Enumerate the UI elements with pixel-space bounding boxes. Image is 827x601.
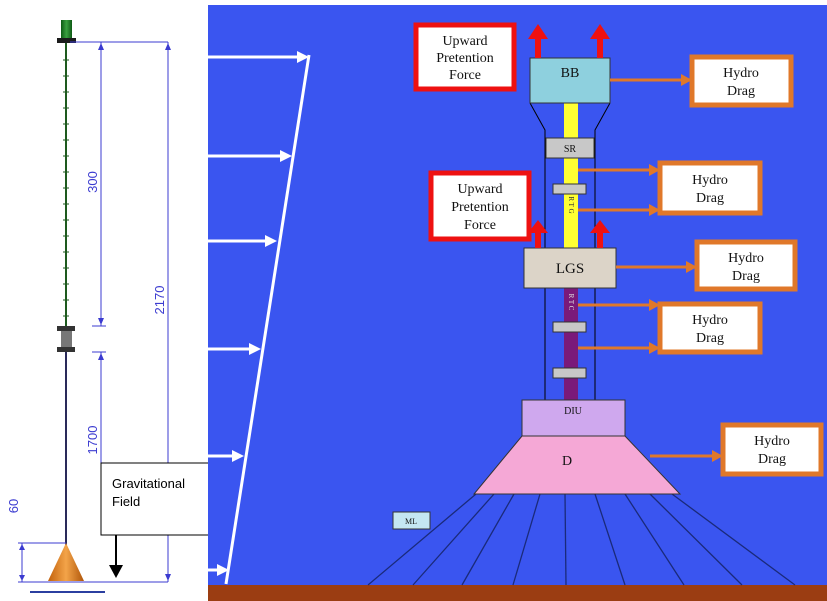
dimension-60: 60 xyxy=(6,499,21,513)
sr-block xyxy=(545,137,595,159)
diu-block xyxy=(521,399,626,437)
dimension-2170: 2170 xyxy=(152,286,167,315)
pretention-box-2-line3: Force xyxy=(464,218,496,233)
drag-box-5: Hydro Drag xyxy=(720,422,824,477)
riser-ticks xyxy=(63,59,69,317)
pretention-box-2-line1: Upward xyxy=(457,182,502,197)
seabed xyxy=(208,585,827,601)
drag-box-5-line1: Hydro xyxy=(754,434,790,449)
ml-box xyxy=(392,511,431,530)
dimension-arrowheads xyxy=(19,43,171,581)
pretention-box-1-line3: Force xyxy=(449,68,481,83)
pretention-arrows xyxy=(528,24,610,248)
drag-box-2: Hydro Drag xyxy=(657,160,763,216)
pretention-box-2-line2: Pretention xyxy=(451,200,509,215)
drag-box-1-line1: Hydro xyxy=(723,66,759,81)
rtg-upper xyxy=(564,103,578,138)
drag-box-2-line2: Drag xyxy=(696,191,724,206)
drag-box-4-line2: Drag xyxy=(696,331,724,346)
drag-box-2-line1: Hydro xyxy=(692,173,728,188)
sr-label: SR xyxy=(564,144,577,155)
pretention-box-2: Upward Pretention Force xyxy=(428,170,532,242)
top-buoy xyxy=(61,20,72,40)
bb-label: BB xyxy=(561,66,580,81)
clamp-1 xyxy=(552,183,587,195)
d-label: D xyxy=(562,454,572,469)
drag-box-4: Hydro Drag xyxy=(657,301,763,355)
rtc-label: R T C xyxy=(567,294,575,311)
bb-buoy xyxy=(529,57,611,104)
drag-box-3-line2: Drag xyxy=(732,269,760,284)
base-cone xyxy=(48,543,84,581)
diu-label: DIU xyxy=(564,406,583,417)
dimension-1700: 1700 xyxy=(85,426,100,455)
drag-box-4-line1: Hydro xyxy=(692,313,728,328)
mid-connector-bottom xyxy=(57,347,75,352)
drag-box-1: Hydro Drag xyxy=(689,54,794,108)
rtg-label: R T G xyxy=(567,196,575,213)
model-diagram: R T G R T C BB SR LGS DIU D ML xyxy=(208,5,827,601)
current-profile-line xyxy=(224,54,311,585)
clamp-2 xyxy=(552,321,587,333)
dimension-300: 300 xyxy=(85,171,100,193)
gravity-box xyxy=(100,462,228,536)
d-base xyxy=(472,435,682,495)
lgs-label: LGS xyxy=(556,261,584,277)
current-arrows xyxy=(208,51,309,576)
rtg-section xyxy=(564,158,578,248)
frame-guides xyxy=(529,102,611,492)
pretention-box-1-line1: Upward xyxy=(442,34,487,49)
drag-arrows xyxy=(578,74,723,462)
drag-box-3-line1: Hydro xyxy=(728,251,764,266)
clamp-3 xyxy=(552,367,587,379)
gravity-arrow-head xyxy=(109,565,123,578)
drag-box-1-line2: Drag xyxy=(727,84,755,99)
pretention-box-1-line2: Pretention xyxy=(436,51,494,66)
gravity-label-line1: Gravitational xyxy=(112,476,185,491)
lgs-block xyxy=(523,247,617,289)
gravity-label-line2: Field xyxy=(112,494,140,509)
top-buoy-flange xyxy=(57,38,76,43)
drag-box-5-line2: Drag xyxy=(758,452,786,467)
drag-box-3: Hydro Drag xyxy=(694,239,798,292)
mooring-lines xyxy=(367,493,796,586)
pretention-box-1: Upward Pretention Force xyxy=(413,22,517,92)
engineering-drawing: 300 2170 1700 60 Gravitational Field xyxy=(6,20,228,593)
ml-label: ML xyxy=(405,517,417,526)
mid-connector-top xyxy=(57,326,75,331)
mid-connector-body xyxy=(61,331,72,348)
